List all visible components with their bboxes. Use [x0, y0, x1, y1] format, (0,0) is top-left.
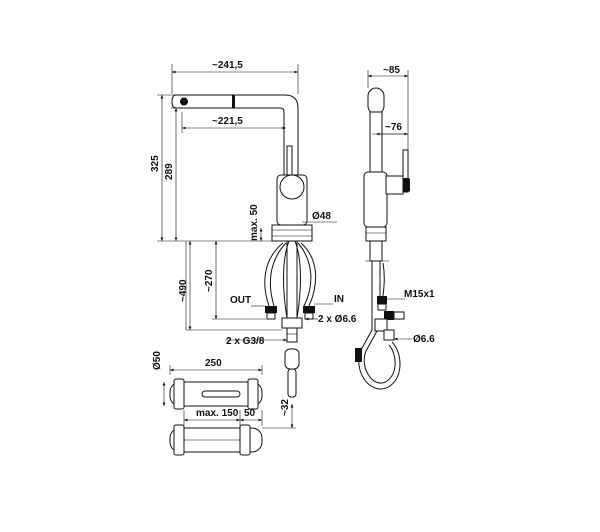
dim-weight-travel: max. 150: [196, 408, 239, 419]
valve-in: [303, 306, 315, 313]
side-spout-tube: [369, 111, 383, 173]
spray-head-outlet: [180, 97, 188, 106]
dim-hose-length: ~490: [178, 279, 189, 302]
dim-hose-diameter: Ø6.6: [413, 334, 435, 345]
dim-weight-height: ~32: [280, 399, 291, 416]
dim-depth: ~85: [383, 65, 400, 76]
dim-hose-length-2: ~270: [204, 269, 215, 292]
label-out: OUT: [230, 295, 251, 306]
supply-hose-right: [300, 242, 317, 307]
dim-pipe-diameter: 2 x Ø6.6: [318, 314, 357, 325]
dim-total-height: 325: [150, 155, 161, 172]
dim-reach: ~221,5: [212, 116, 243, 127]
hose-guide: [284, 348, 300, 370]
mixer-body-cap: [279, 174, 305, 200]
connection-nut: [281, 317, 303, 329]
spray-head-band: [232, 95, 235, 108]
label-in: IN: [334, 294, 344, 305]
dim-spout-width: ~241,5: [212, 60, 243, 71]
mixer-base: [271, 224, 313, 242]
supply-hose-left: [264, 242, 284, 307]
dim-lever-offset: ~76: [385, 122, 402, 133]
dim-weight-diameter: Ø50: [152, 351, 163, 370]
side-hose-clip: [355, 348, 362, 362]
dim-weight-offset: 50: [244, 408, 256, 419]
shank: [286, 240, 298, 327]
front-view: ~241,5 ~221,5 325 289 max. 50 Ø48 ~490 ~…: [150, 60, 357, 398]
dim-connection-thread: 2 x G3/8: [226, 336, 265, 347]
side-base: [365, 226, 387, 242]
pull-out-hose: [287, 368, 297, 398]
side-body: [363, 171, 388, 228]
side-view: ~85 ~76 M15x1 Ø6.6: [355, 65, 435, 390]
side-hose-connector: [383, 329, 395, 341]
dim-weight-length: 250: [205, 358, 222, 369]
side-lever-knob: [402, 178, 410, 192]
side-shank: [369, 240, 383, 262]
side-hose-loop: [358, 329, 401, 390]
dim-body-diameter: Ø48: [312, 211, 331, 222]
valve-out: [265, 306, 277, 313]
weight-slot: [201, 390, 241, 398]
side-spray-head: [367, 87, 385, 115]
shank-pipe-lower: [286, 327, 298, 343]
weight-view: 250 Ø50 max. 150 50 ~32: [152, 351, 296, 456]
side-valve: [384, 311, 394, 320]
dim-counter-thickness: max. 50: [249, 204, 260, 241]
dim-thread: M15x1: [404, 289, 435, 300]
side-thread-fitting: [377, 296, 387, 304]
dim-spout-height: 289: [164, 163, 175, 180]
